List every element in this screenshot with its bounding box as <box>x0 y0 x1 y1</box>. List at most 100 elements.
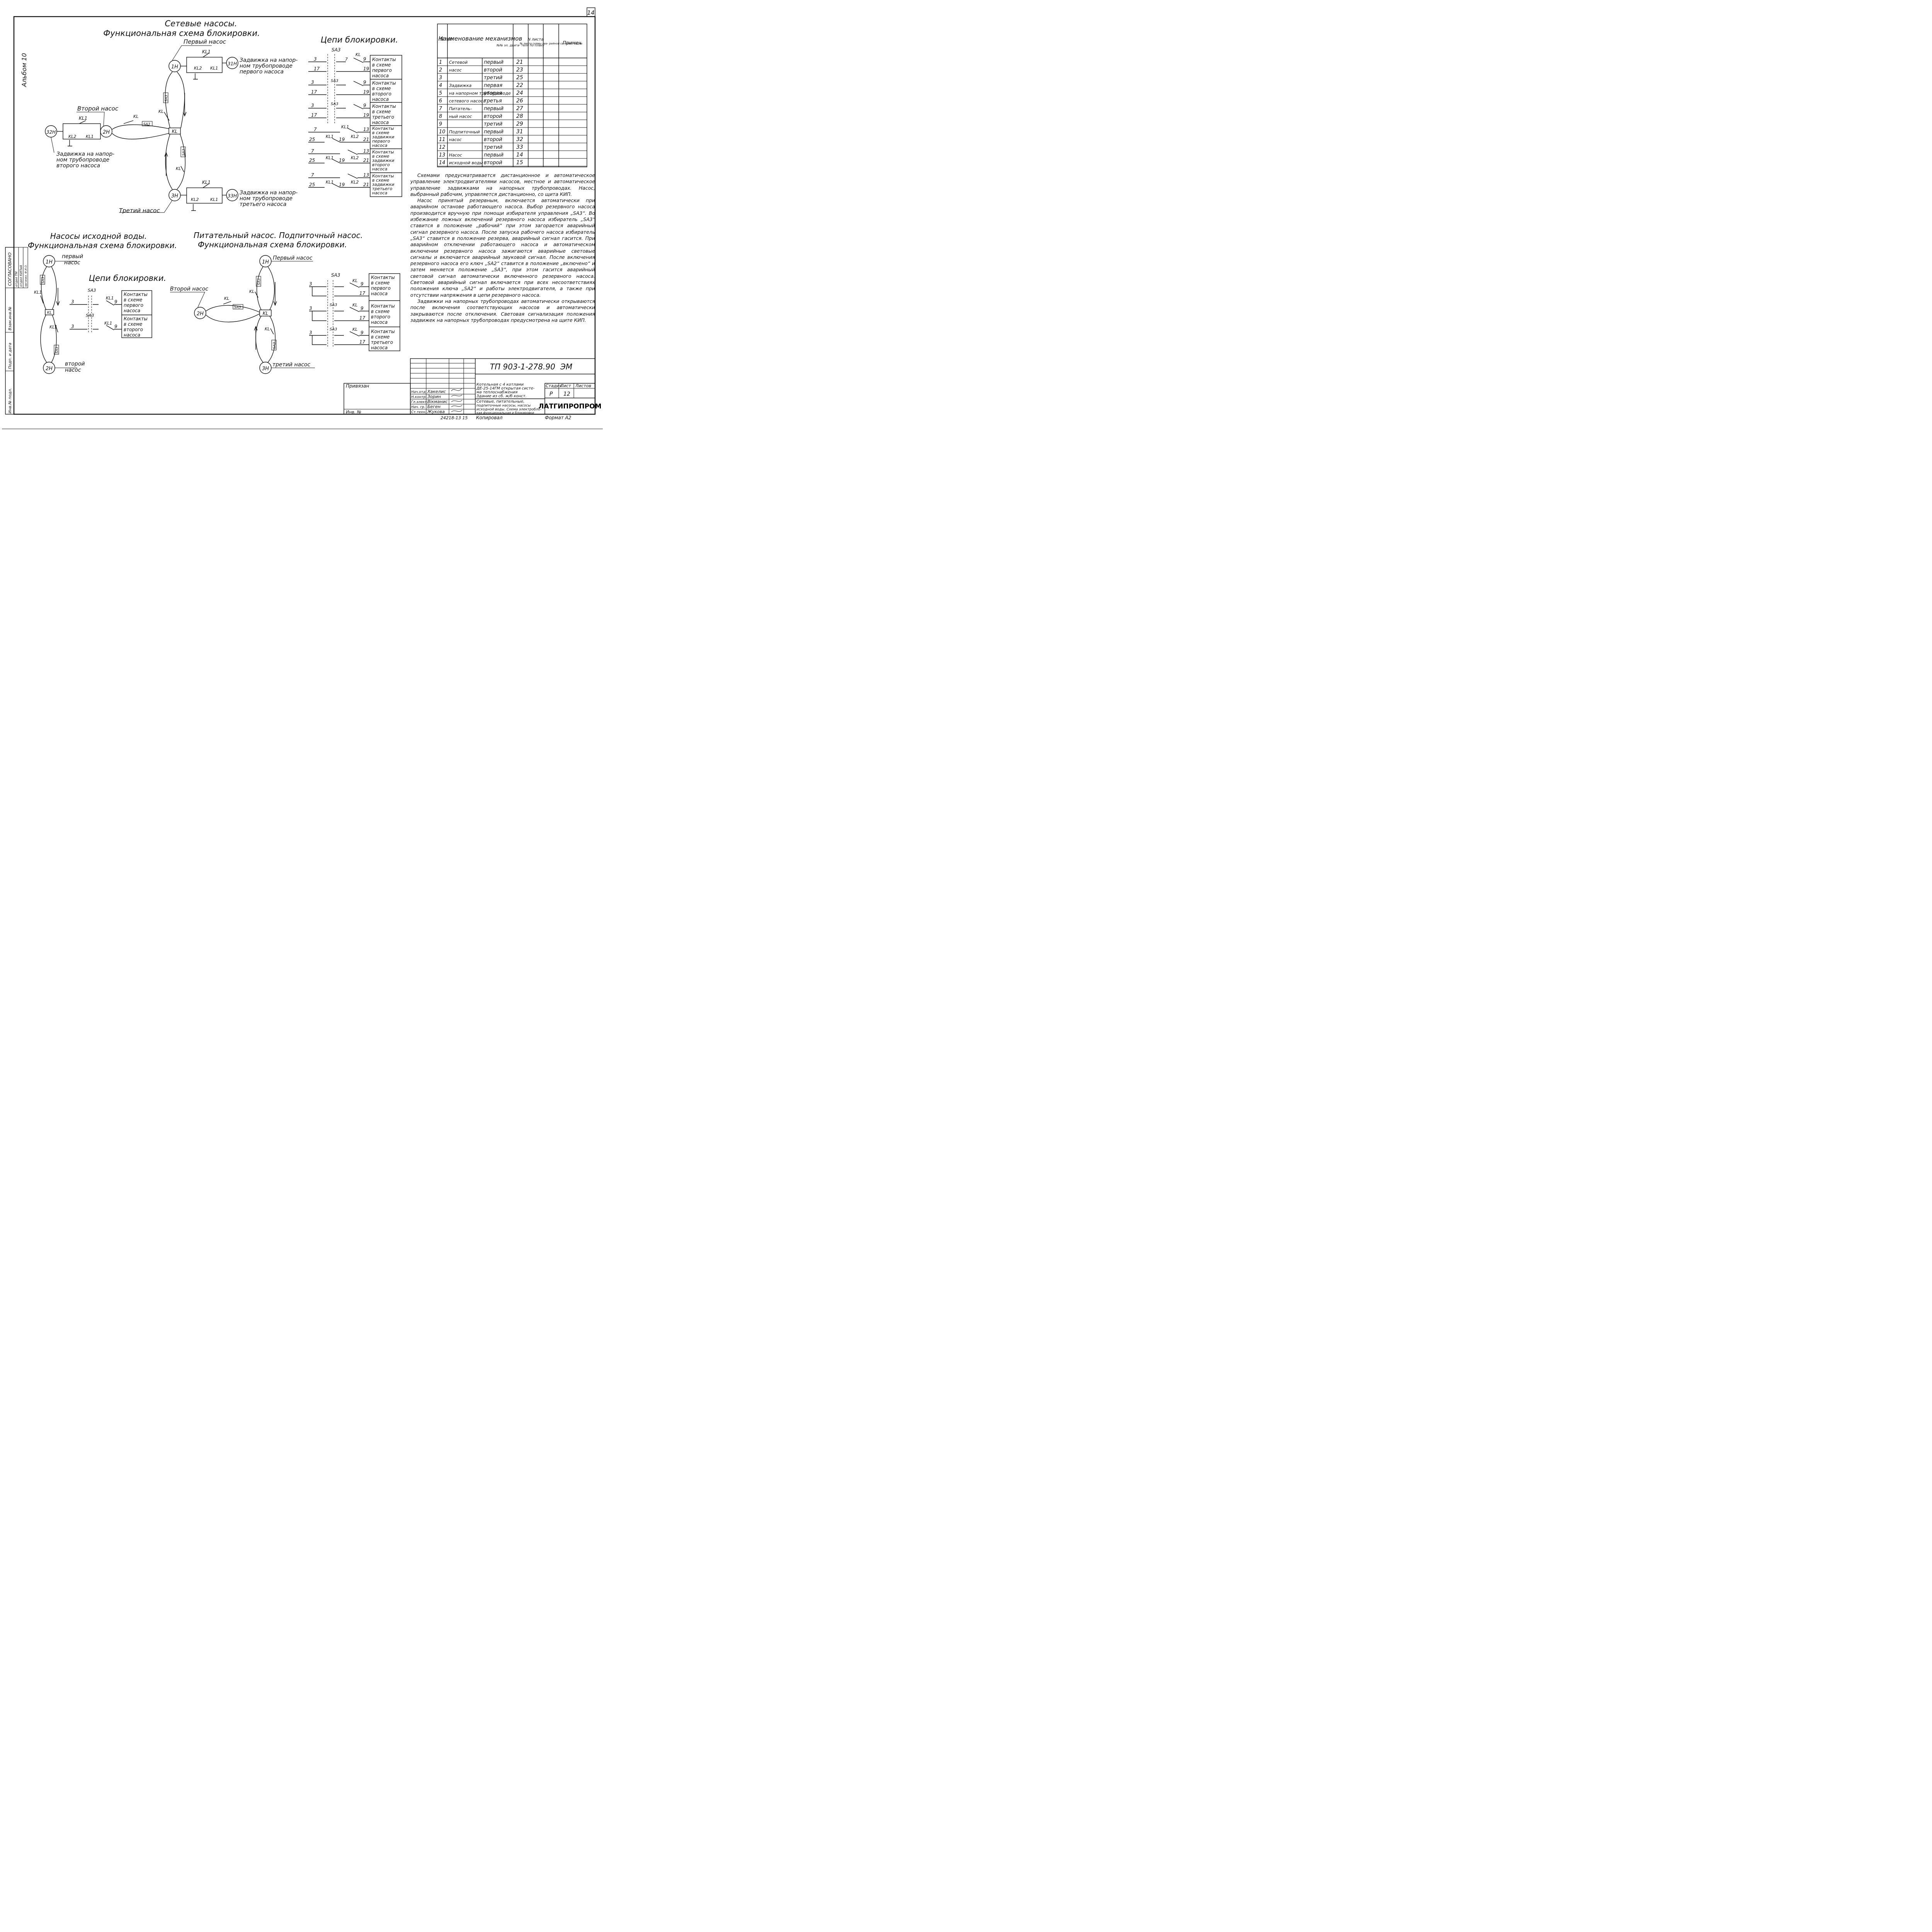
table-cell-num: 21 <box>516 59 523 65</box>
svg-text:Формат А2: Формат А2 <box>545 415 571 420</box>
svg-text:Здание из сб. ж/б конст.: Здание из сб. ж/б конст. <box>476 394 527 398</box>
svg-text:9: 9 <box>361 306 364 311</box>
description-p3: Задвижки на напорных трубопроводах автом… <box>410 298 595 323</box>
svg-text:7: 7 <box>314 127 317 132</box>
svg-text:второго: второго <box>372 91 391 97</box>
svg-text:в схеме: в схеме <box>371 280 389 286</box>
svg-text:17: 17 <box>359 315 366 321</box>
svg-text:SA3: SA3 <box>55 347 59 354</box>
svg-text:9: 9 <box>361 281 364 287</box>
svg-text:Задвижка на напор-: Задвижка на напор- <box>240 57 298 63</box>
signature-1 <box>451 388 462 391</box>
table-cell-sub: второй <box>484 67 502 73</box>
svg-text:9: 9 <box>363 103 366 108</box>
svg-text:KL1: KL1 <box>210 197 218 202</box>
svg-text:17: 17 <box>314 66 320 71</box>
doc-code: ТП 903-1-278.90 <box>490 362 555 371</box>
svg-text:19: 19 <box>363 89 369 95</box>
svg-text:13: 13 <box>363 172 369 178</box>
title-block: ТП 903-1-278.90 ЭМ Привязан Инв. № Нач.о… <box>344 358 602 420</box>
stamp-agreed: СОГЛАСОВАНО <box>7 252 12 286</box>
svg-text:Сетевые, питательные,: Сетевые, питательные, <box>476 400 524 404</box>
table-cell-group: на напорном трубопроводе <box>449 91 511 96</box>
pump1-label: Первый насос <box>184 38 226 45</box>
main-diagram: Сетевые насосы. Функциональная схема бло… <box>45 19 298 214</box>
svg-text:Беген: Беген <box>427 404 440 409</box>
stamp-inv-podl: Инв.№ подл. <box>8 388 12 413</box>
svg-text:21: 21 <box>363 158 369 163</box>
description-p2: Насос принятый резервным, включается авт… <box>410 197 595 298</box>
table-cell-n: 12 <box>439 145 446 150</box>
main-title-1: Сетевые насосы. <box>165 19 237 28</box>
svg-text:3: 3 <box>71 324 74 329</box>
table-cell-num: 28 <box>516 113 523 119</box>
svg-text:13: 13 <box>363 148 369 154</box>
table-cell-num: 32 <box>516 136 523 143</box>
table-cell-sub: первая <box>484 83 502 88</box>
table-cell-n: 5 <box>439 90 442 96</box>
svg-text:в схеме: в схеме <box>371 334 389 340</box>
svg-text:SA3: SA3 <box>41 277 45 284</box>
svg-text:третьего: третьего <box>372 186 393 191</box>
pump2-label: Второй насос <box>77 105 119 112</box>
svg-text:Ст.техн.: Ст.техн. <box>411 410 426 414</box>
svg-text:Нач. гр.: Нач. гр. <box>411 405 425 409</box>
svg-text:KL: KL <box>158 109 163 114</box>
svg-text:Копировал: Копировал <box>476 415 503 420</box>
table-cell-sub: второй <box>484 137 502 143</box>
table-cell-n: 11 <box>439 137 446 143</box>
svg-text:3: 3 <box>311 103 314 108</box>
stamp-replace-inv: Взам.инв.№ <box>8 306 12 330</box>
svg-text:второго: второго <box>124 327 143 332</box>
table-cell-n: 14 <box>439 160 446 166</box>
svg-text:25: 25 <box>309 182 315 187</box>
svg-text:KL2: KL2 <box>351 134 359 139</box>
org-name: ЛАТГИПРОПРОМ <box>538 403 601 410</box>
svg-text:третьего насоса: третьего насоса <box>240 201 286 207</box>
svg-text:в схеме: в схеме <box>372 154 389 159</box>
description-p1: Схемами предусматривается дистанционное … <box>410 172 595 197</box>
svg-text:Контакты: Контакты <box>371 275 395 280</box>
svg-text:Контакты: Контакты <box>371 329 395 334</box>
source-water-diagram: Насосы исходной воды. Функциональная схе… <box>28 231 177 374</box>
svg-text:KL: KL <box>133 114 138 119</box>
table-cell-group: насос <box>449 68 462 73</box>
table-cell-num: 14 <box>516 152 523 158</box>
svg-text:задвижки: задвижки <box>372 158 395 163</box>
svg-text:KL1: KL1 <box>341 124 349 129</box>
svg-text:Функциональная схема блокировк: Функциональная схема блокировки. <box>28 241 177 250</box>
table-cell-group: Питатель- <box>449 106 472 111</box>
svg-text:Р: Р <box>549 391 553 397</box>
svg-text:25: 25 <box>309 137 315 142</box>
table-cell-sub: первый <box>484 129 503 135</box>
table-header-note: Примеч. <box>563 40 583 46</box>
table-cell-group: Сетевой <box>449 60 468 65</box>
table-cell-sub: первый <box>484 152 503 158</box>
svg-text:KL: KL <box>176 166 181 171</box>
svg-text:Контакты: Контакты <box>124 316 148 321</box>
svg-text:33Н: 33Н <box>228 193 237 199</box>
svg-text:Гл.элект.: Гл.элект. <box>411 400 428 404</box>
svg-text:KL: KL <box>265 327 270 332</box>
svg-text:7: 7 <box>345 57 348 62</box>
svg-text:Контакты: Контакты <box>372 150 394 155</box>
table-cell-num: 29 <box>516 121 523 127</box>
svg-text:KL: KL <box>47 311 52 315</box>
table-cell-group: исходной воды <box>449 160 483 165</box>
equipment-table: N п/п Наименование механизмов №№ эл. дви… <box>437 24 587 167</box>
svg-text:KL1: KL1 <box>202 180 211 185</box>
svg-text:KL1: KL1 <box>34 290 42 295</box>
table-cell-n: 13 <box>439 152 446 158</box>
svg-text:в схеме: в схеме <box>372 130 389 135</box>
table-cell-n: 1 <box>439 60 442 65</box>
table-cell-sub: третья <box>484 98 502 104</box>
table-cell-num: 33 <box>516 144 523 150</box>
svg-text:в схеме: в схеме <box>372 178 389 183</box>
svg-text:KL: KL <box>224 296 229 301</box>
table-cell-num: 31 <box>516 129 523 135</box>
svg-text:в схеме: в схеме <box>372 109 391 114</box>
svg-text:31Н: 31Н <box>228 61 237 66</box>
table-cell-sub: третий <box>484 121 502 127</box>
svg-text:2Н: 2Н <box>197 311 204 317</box>
svg-text:KL1: KL1 <box>49 325 57 330</box>
